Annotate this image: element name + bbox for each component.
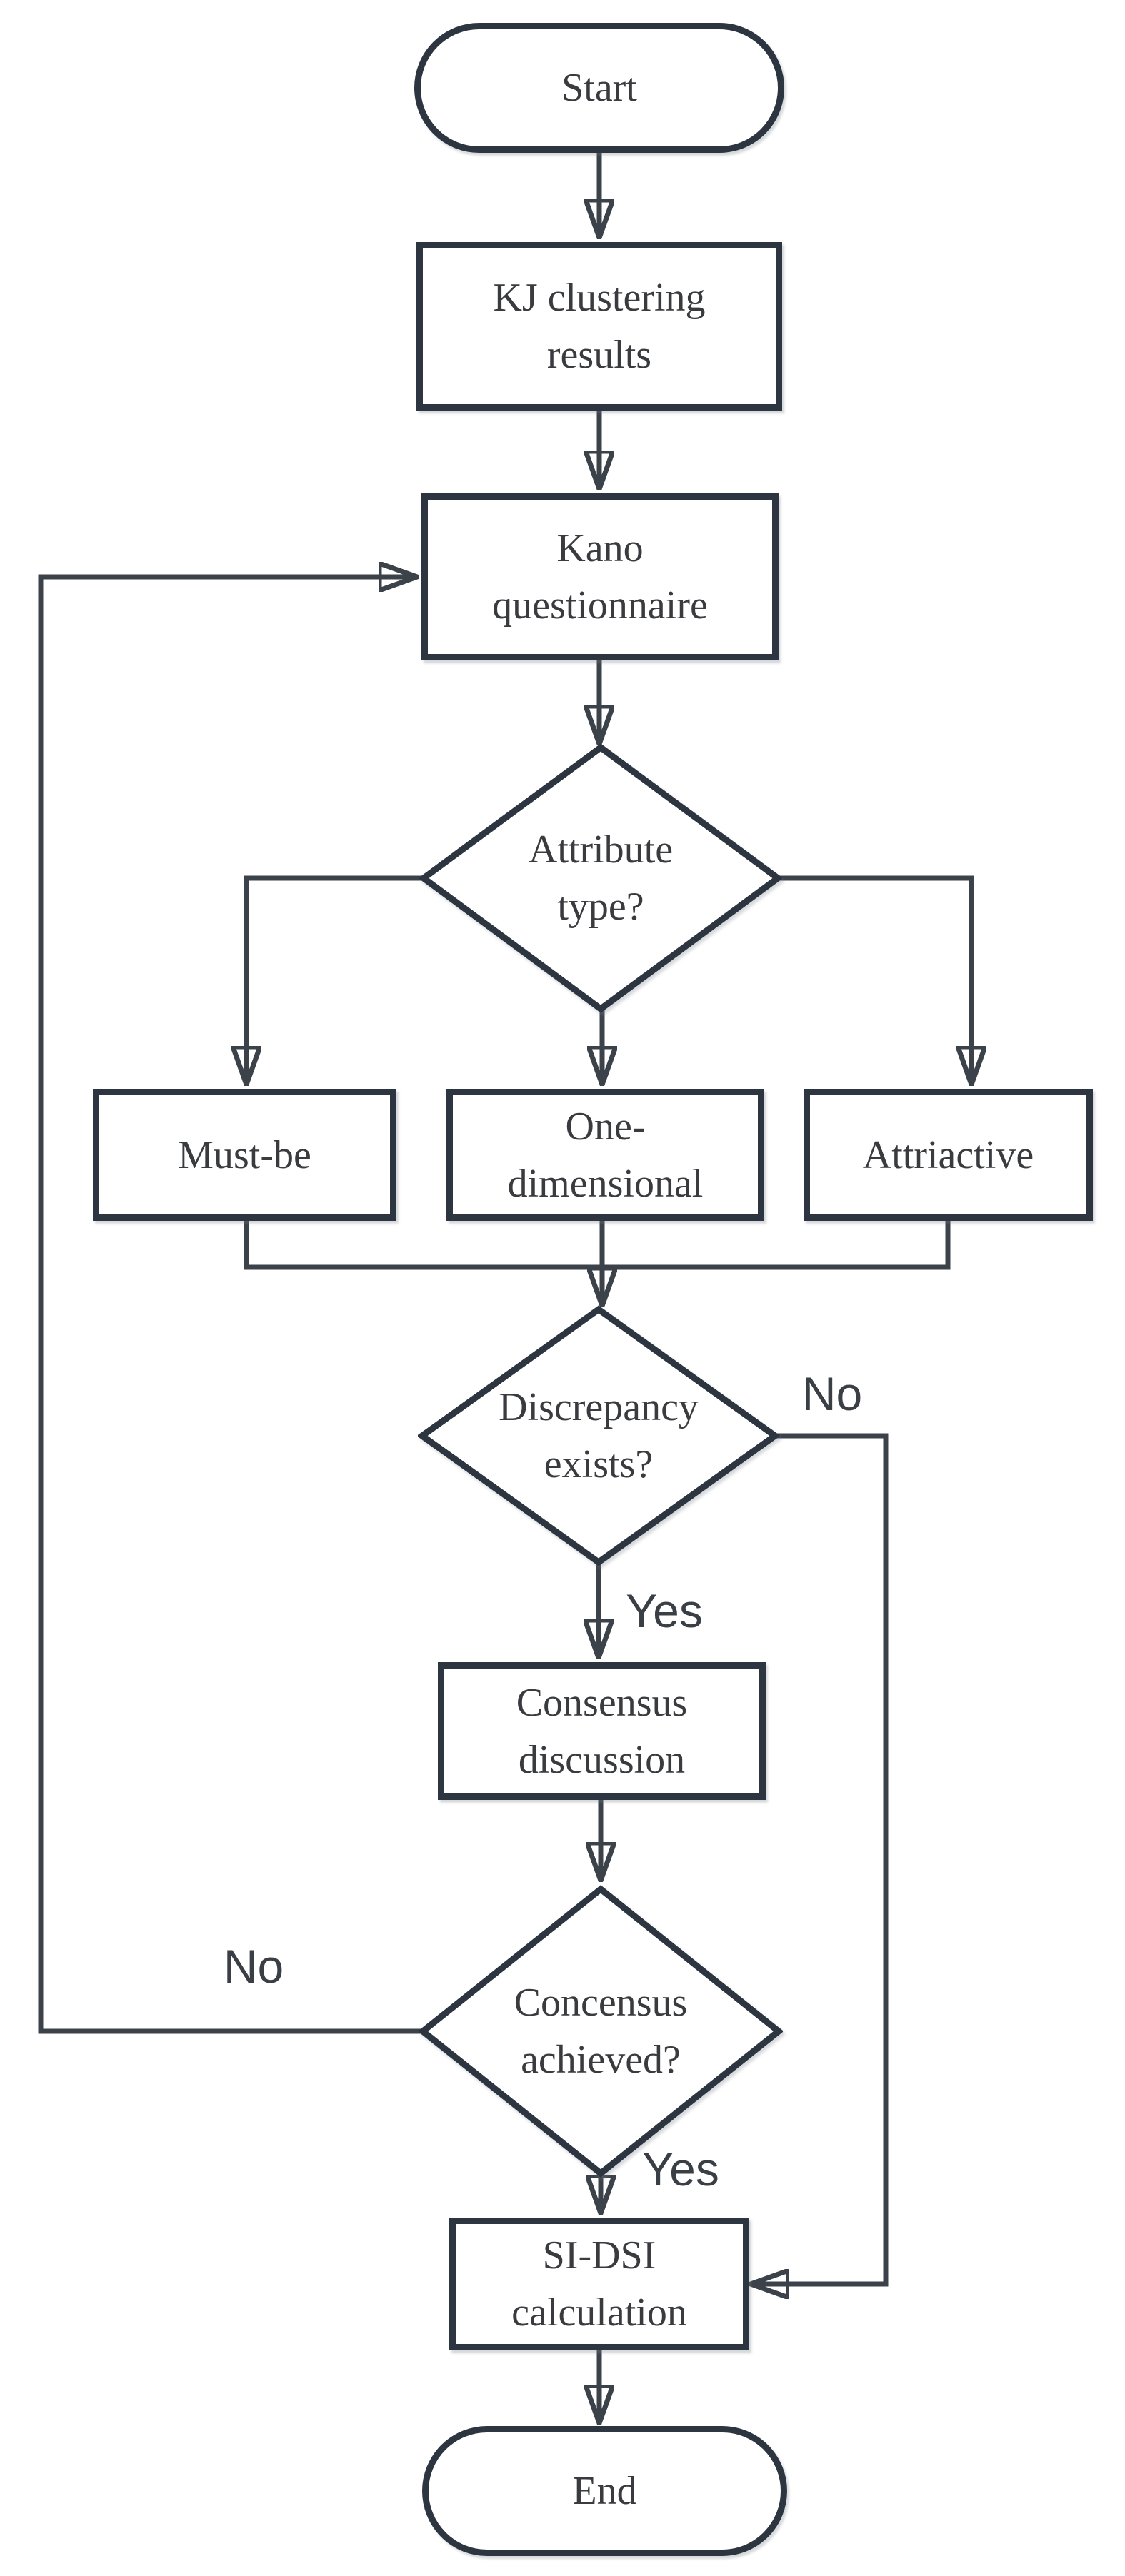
node-kj-clustering-results-label: KJ clustering results xyxy=(493,276,706,377)
node-si-dsi-calculation: SI-DSI calculation xyxy=(449,2218,749,2350)
node-discrepancy-exists-label: Discrepancy exists? xyxy=(499,1385,699,1486)
node-must-be: Must-be xyxy=(93,1089,396,1221)
node-one-dimensional: One- dimensional xyxy=(446,1089,764,1221)
edge-attribute-type-to-attractive xyxy=(777,875,971,1084)
node-start-label: Start xyxy=(561,66,637,110)
node-consensus-discussion-label: Consensus discussion xyxy=(516,1680,688,1782)
node-consensus-discussion: Consensus discussion xyxy=(438,1662,766,1800)
attribute-type-diamond-shape xyxy=(419,743,782,1013)
node-end: End xyxy=(422,2426,787,2556)
node-must-be-label: Must-be xyxy=(178,1132,311,1177)
node-consensus-achieved: Concensus achieved? xyxy=(419,1885,783,2178)
edge-label-discrepancy-yes: Yes xyxy=(626,1584,703,1637)
node-kj-clustering-results: KJ clustering results xyxy=(416,242,782,411)
node-attribute-type-label: Attribute type? xyxy=(528,827,674,929)
node-one-dimensional-label: One- dimensional xyxy=(507,1104,704,1206)
edge-achieved-no-to-kano xyxy=(38,577,423,2034)
edge-discrepancy-no-to-si-dsi xyxy=(751,1433,889,2284)
consensus-achieved-diamond-shape xyxy=(419,1885,783,2178)
node-attractive-label: Attriactive xyxy=(862,1132,1034,1177)
node-discrepancy-exists: Discrepancy exists? xyxy=(418,1305,779,1566)
node-start: Start xyxy=(414,23,784,153)
edge-attribute-type-to-must-be xyxy=(246,875,424,1084)
node-attractive: Attriactive xyxy=(804,1089,1093,1221)
edge-label-achieved-no: No xyxy=(223,1940,284,1993)
node-attribute-type: Attribute type? xyxy=(419,743,782,1013)
node-kano-questionnaire: Kano questionnaire xyxy=(421,493,779,660)
node-end-label: End xyxy=(572,2469,637,2513)
edge-label-achieved-yes: Yes xyxy=(642,2143,719,2195)
node-consensus-achieved-label: Concensus achieved? xyxy=(514,1981,688,2082)
discrepancy-exists-diamond-shape xyxy=(418,1305,779,1566)
edge-branch-merge-line xyxy=(244,1221,951,1270)
edge-label-discrepancy-no: No xyxy=(801,1367,863,1420)
node-si-dsi-calculation-label: SI-DSI calculation xyxy=(511,2233,687,2335)
node-kano-questionnaire-label: Kano questionnaire xyxy=(492,526,708,628)
